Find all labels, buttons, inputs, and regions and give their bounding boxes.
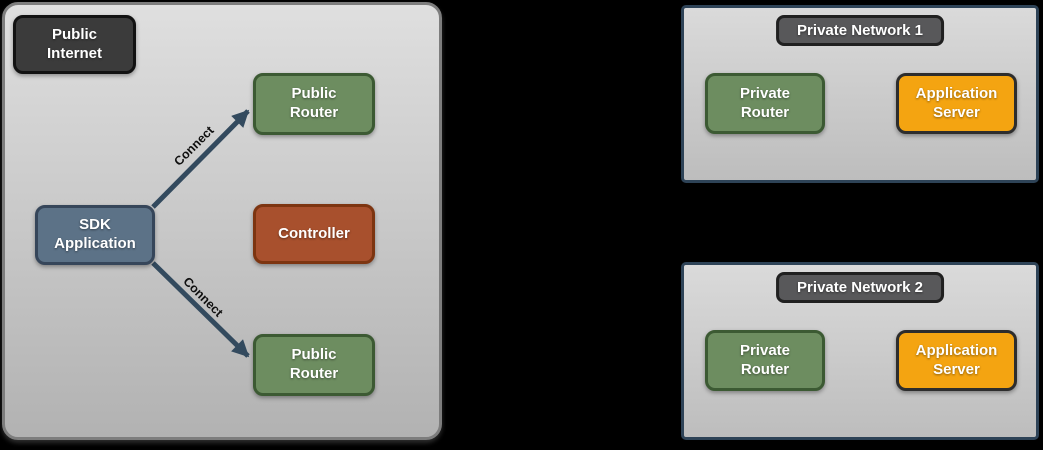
public-router-top-node: Public Router bbox=[253, 73, 375, 135]
private-network-1-badge: Private Network 1 bbox=[776, 15, 944, 46]
public-router-bottom-node: Public Router bbox=[253, 334, 375, 396]
private-network-2-title: Private Network 2 bbox=[797, 279, 923, 296]
connect-arrow-bottom bbox=[151, 261, 250, 358]
application-server-label: Application Server bbox=[915, 84, 998, 121]
private-network-1-private-router-node: Private Router bbox=[705, 73, 825, 134]
connect-label-bottom: Connect bbox=[180, 274, 226, 320]
connect-label-top: Connect bbox=[171, 123, 217, 169]
public-internet-label: Public Internet bbox=[47, 25, 103, 62]
private-network-2-private-router-node: Private Router bbox=[705, 330, 825, 391]
sdk-application-label: SDK Application bbox=[54, 216, 136, 252]
public-router-top-label: Public Router bbox=[289, 85, 339, 121]
controller-label: Controller bbox=[278, 224, 350, 242]
private-network-1: Private Network 1 Private Router Applica… bbox=[681, 5, 1039, 183]
public-internet-badge: Public Internet bbox=[13, 15, 136, 74]
connect-arrow-top bbox=[151, 109, 250, 209]
public-router-bottom-label: Public Router bbox=[289, 346, 339, 382]
private-router-label: Private Router bbox=[739, 341, 791, 378]
application-server-label: Application Server bbox=[915, 341, 998, 378]
sdk-application-node: SDK Application bbox=[35, 205, 155, 265]
private-network-2-application-server-node: Application Server bbox=[896, 330, 1017, 391]
private-network-1-application-server-node: Application Server bbox=[896, 73, 1017, 134]
controller-node: Controller bbox=[253, 204, 375, 264]
private-network-2-badge: Private Network 2 bbox=[776, 272, 944, 303]
private-network-2: Private Network 2 Private Router Applica… bbox=[681, 262, 1039, 440]
private-network-1-title: Private Network 1 bbox=[797, 22, 923, 39]
public-internet-zone: Public Internet SDK Application Public R… bbox=[2, 2, 442, 440]
private-router-label: Private Router bbox=[739, 84, 791, 121]
